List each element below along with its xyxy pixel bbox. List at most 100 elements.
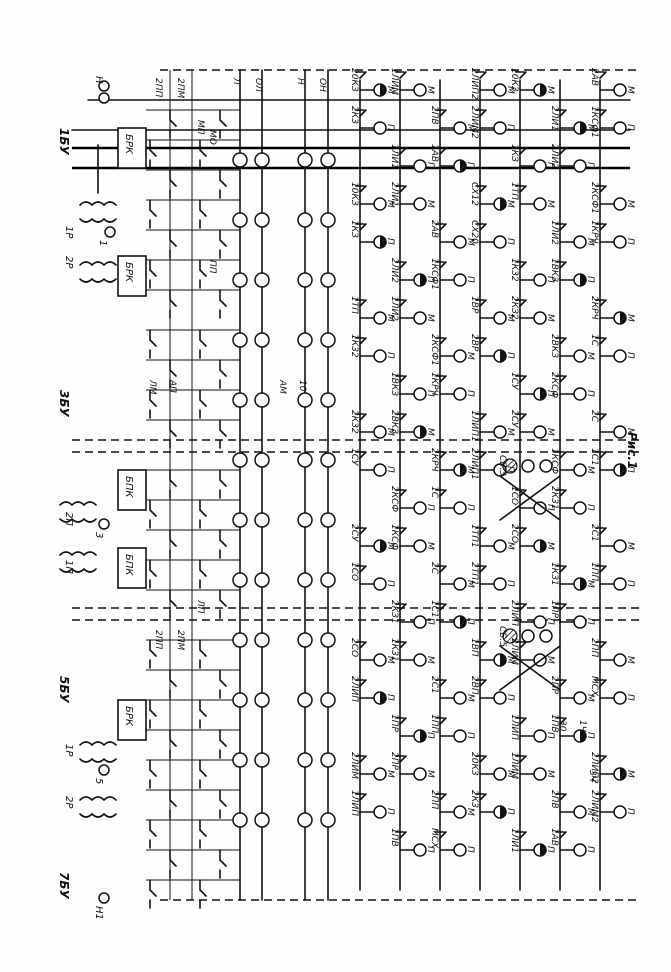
coil-label: М — [585, 238, 595, 246]
relay-coil-fill — [580, 730, 586, 742]
contact-symbol — [515, 261, 527, 269]
contact-symbol — [555, 679, 567, 687]
coil-label: М — [625, 314, 635, 322]
contact-label: 2ПП — [429, 790, 439, 809]
coil-label: М — [625, 428, 635, 436]
lamp-sb5-ring — [539, 629, 553, 643]
relay-coil-icon — [373, 463, 387, 477]
box-label: БПК — [123, 476, 134, 498]
coil-label: П — [505, 580, 515, 587]
terminal-3-icon — [98, 518, 110, 530]
relay-coils — [232, 83, 627, 857]
contact-symbol — [149, 329, 157, 359]
contact-label: 1С — [429, 486, 439, 499]
contact-symbol — [169, 589, 177, 619]
contact-symbol — [515, 831, 527, 839]
relay-coil-icon — [613, 425, 627, 439]
contact-symbol — [149, 199, 157, 229]
relay-coil-icon — [373, 805, 387, 819]
coil-label: М — [625, 656, 635, 664]
contact-label: 20КЗ — [349, 68, 359, 92]
contact-label: 2КРЧ — [589, 296, 599, 320]
relay-coil-icon — [413, 159, 427, 173]
relay-coil-icon — [373, 121, 387, 135]
contact-label: 1ВП — [469, 638, 479, 657]
brk-box-1 — [117, 127, 147, 169]
relay-coil-fill — [580, 274, 586, 286]
contact-symbol — [435, 375, 447, 383]
contact-symbol — [555, 337, 567, 345]
relay-coil-icon — [320, 272, 336, 288]
relay-coil-icon — [453, 691, 467, 705]
relay-coil-fill — [460, 160, 466, 172]
relay-coil-fill — [620, 312, 626, 324]
coil-label: П — [385, 124, 395, 131]
coil-label: М — [545, 86, 555, 94]
contact-label: 2ПВ — [429, 106, 439, 125]
relay-coil-icon — [613, 691, 627, 705]
contact-symbol — [355, 71, 367, 79]
contact-label: СХ12 — [469, 182, 479, 206]
relay-coil-icon — [297, 212, 313, 228]
contact-symbol — [219, 229, 227, 259]
contact-label: 1КСФ1 — [429, 258, 439, 290]
relay-coil-fill — [620, 768, 626, 780]
coil-label: П — [385, 238, 395, 245]
coil-label: М — [625, 542, 635, 550]
contact-symbol — [149, 759, 157, 789]
box-label: БРК — [123, 134, 134, 155]
coil-label: М — [385, 770, 395, 778]
coil-label: П — [465, 618, 475, 625]
contact-symbol — [395, 717, 407, 725]
coil-label: П — [465, 162, 475, 169]
coil-label: М — [585, 466, 595, 474]
coil-label: П — [625, 694, 635, 701]
relay-coil-icon — [573, 387, 587, 401]
contact-symbol — [515, 755, 527, 763]
contact-symbol — [219, 169, 227, 199]
box-labels: БРК БРК БПК БПК БРК — [123, 134, 134, 727]
coil-label: П — [465, 846, 475, 853]
misc-label: СБ.5 — [497, 626, 507, 647]
relay-coil-icon — [413, 387, 427, 401]
coil-label: М — [585, 124, 595, 132]
coil-label: М — [465, 694, 475, 702]
relay-coil-icon — [453, 729, 467, 743]
section-labels: 1БУ 3БУ 5БУ 7БУ — [57, 128, 71, 899]
contact-symbol — [555, 451, 567, 459]
coil-label: П — [425, 618, 435, 625]
coil-label: П — [545, 504, 555, 511]
misc-label: МО — [207, 130, 217, 145]
relay-coil-icon — [320, 212, 336, 228]
coil-label: П — [625, 124, 635, 131]
relay-coil-icon — [254, 572, 270, 588]
relay-coil-icon — [413, 615, 427, 629]
contact-label: 2С1 — [429, 676, 439, 694]
coil-label: М — [385, 656, 395, 664]
contact-label: 1КЗ1 — [549, 562, 559, 586]
contact-label: 1АВ — [549, 828, 559, 846]
supply-labels: 1Р 2Р 2П 1П 1Р 2Р — [63, 226, 74, 809]
contact-symbol — [475, 299, 487, 307]
relay-coil-icon — [493, 83, 507, 97]
contact-symbol — [219, 109, 227, 139]
relay-coil-fill — [380, 236, 386, 248]
contact-symbol — [475, 413, 487, 421]
relay-coil-icon — [613, 349, 627, 363]
relay-coil-icon — [254, 332, 270, 348]
relay-coil-icon — [613, 653, 627, 667]
contact-label: 2С — [589, 410, 599, 423]
terminal-label: 3 — [93, 532, 104, 538]
coil-label: М — [545, 542, 555, 550]
contact-label: 2ЛИМ — [509, 638, 519, 665]
terminal-n2-icon — [98, 92, 110, 104]
contact-symbol — [219, 359, 227, 389]
coil-label: М — [465, 124, 475, 132]
contact-symbol — [199, 499, 207, 529]
coil-label: М — [465, 580, 475, 588]
contact-symbol — [169, 169, 177, 199]
contact-label: 1ЛИМ — [389, 68, 399, 95]
contact-symbol — [219, 419, 227, 449]
contact-symbol — [355, 641, 367, 649]
